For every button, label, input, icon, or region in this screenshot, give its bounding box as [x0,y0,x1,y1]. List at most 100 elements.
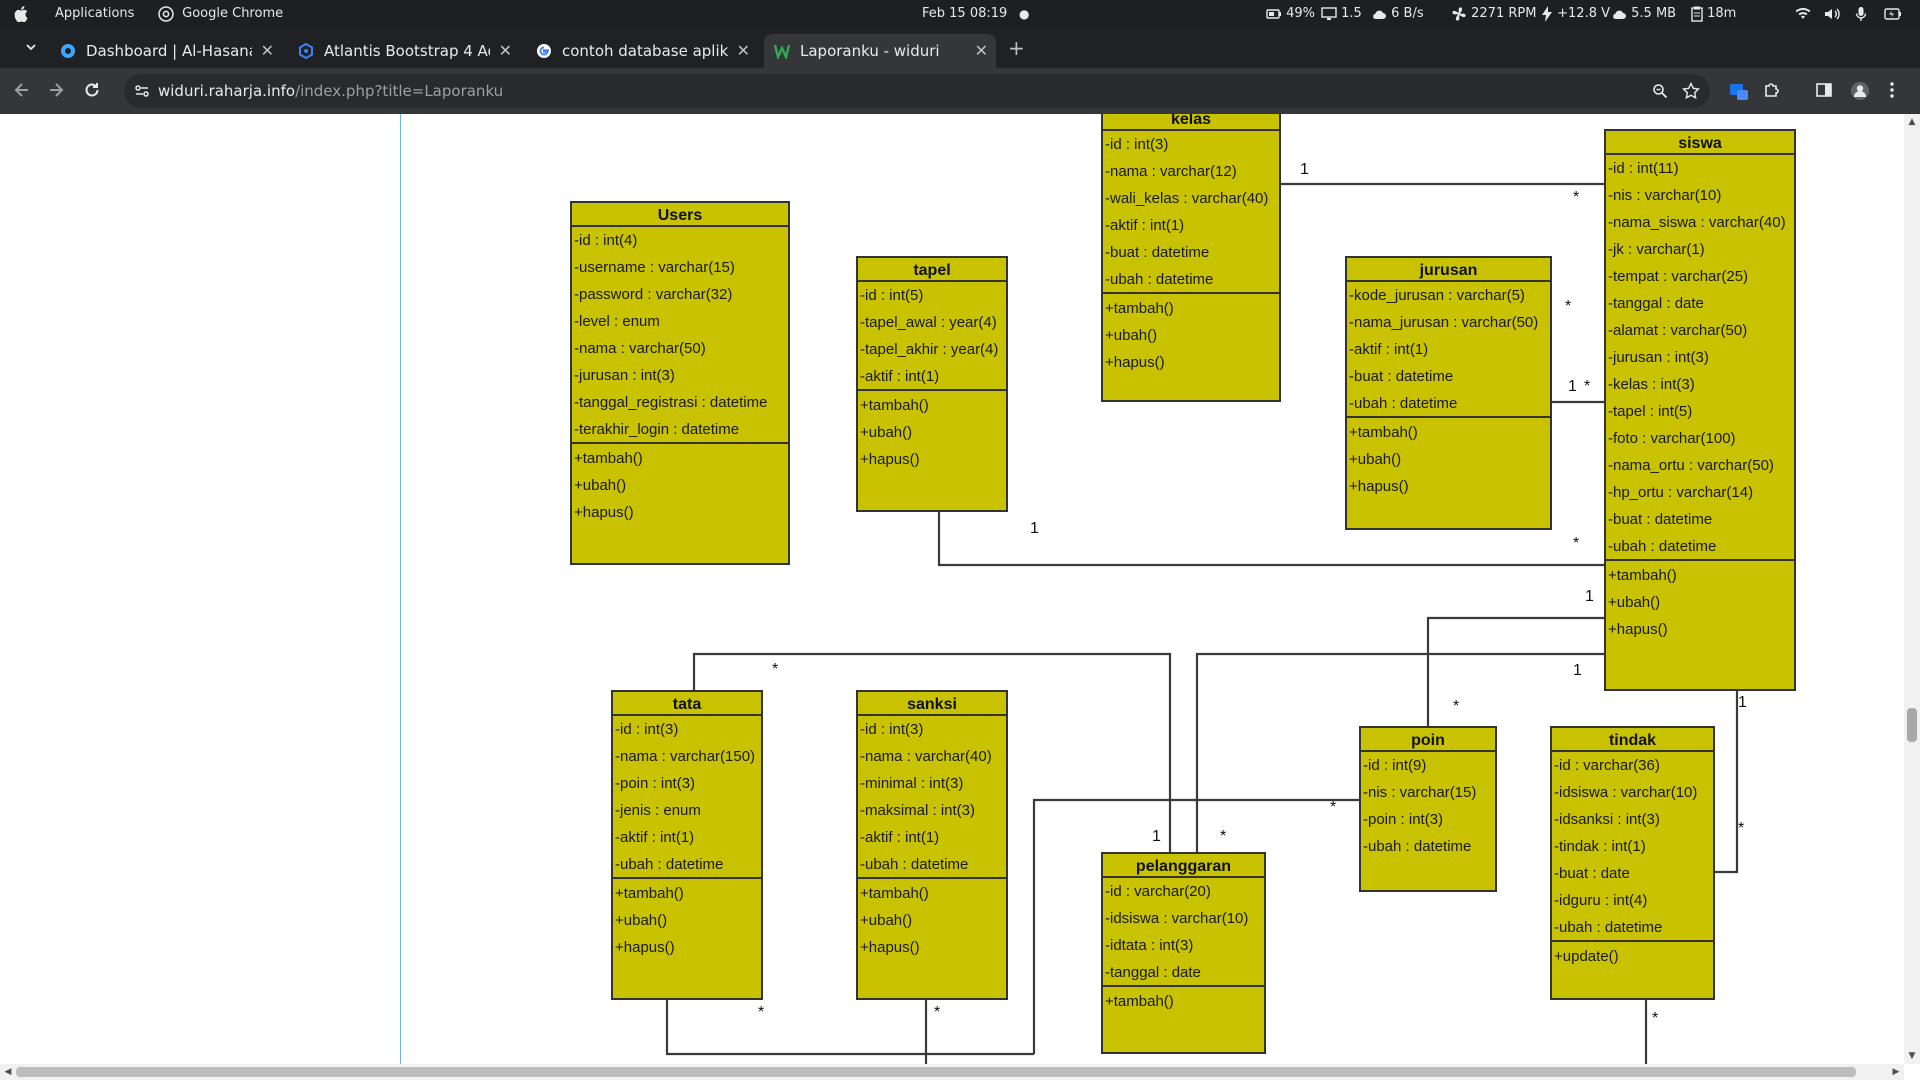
class-attribute: -ubah : datetime [1349,395,1457,412]
class-method: +ubah() [1105,327,1157,344]
menu-kebab-icon[interactable] [1888,80,1910,102]
class-box-pelanggaran: pelanggaran-id : varchar(20)-idsiswa : v… [1101,852,1266,1054]
applications-menu[interactable]: Applications [55,6,135,21]
scroll-up-arrow-icon[interactable]: ▲ [1908,117,1916,127]
class-attribute: -aktif : int(1) [860,829,939,846]
class-method: +ubah() [615,912,667,929]
class-attribute: -idsiswa : varchar(10) [1554,784,1697,801]
class-method: +tambah() [615,885,684,902]
horizontal-scroll-thumb[interactable] [16,1067,1856,1077]
class-attribute: -jk : varchar(1) [1608,241,1705,258]
wifi-icon[interactable] [1795,0,1811,28]
address-bar[interactable]: widuri.raharja.info/index.php?title=Lapo… [124,74,1710,108]
system-top-bar: Applications Google Chrome Feb 15 08:19 … [0,0,1920,28]
extensions-puzzle-icon[interactable] [1762,80,1784,102]
fan-indicator[interactable]: 2271 RPM [1451,0,1536,28]
active-app-menu[interactable]: Google Chrome [158,0,283,28]
class-attribute: -tempat : varchar(25) [1608,268,1748,285]
extension-active-icon[interactable] [1728,80,1750,102]
class-method: +hapus() [615,939,675,956]
close-tab-icon[interactable]: ✕ [736,41,750,60]
close-tab-icon[interactable]: ✕ [498,41,512,60]
class-attribute: -nama_ortu : varchar(50) [1608,457,1774,474]
class-attribute: -kode_jurusan : varchar(5) [1349,287,1525,304]
load-indicator[interactable]: 1.5 [1321,0,1362,28]
scroll-down-arrow-icon[interactable]: ▼ [1908,1051,1916,1061]
class-box-frame [856,690,1008,1000]
tab-dashboard[interactable]: Dashboard | Al-Hasanain ✕ [50,34,282,68]
class-name: jurusan [1419,262,1478,279]
class-attribute: -ubah : datetime [1608,538,1716,555]
class-attribute: -tanggal_registrasi : datetime [574,394,767,411]
class-method: +hapus() [574,504,634,521]
vertical-scroll-thumb[interactable] [1907,708,1917,742]
apple-logo-icon[interactable] [14,0,28,28]
class-box-frame [1101,114,1281,402]
back-button[interactable] [12,80,34,102]
memory-indicator[interactable]: 5.5 MB [1611,0,1676,28]
volume-icon[interactable] [1824,0,1842,28]
vertical-scrollbar[interactable]: ▲ ▼ [1904,114,1920,1064]
microphone-icon[interactable] [1855,0,1867,28]
multiplicity-label: * [1330,799,1336,816]
favicon-dashboard-icon [61,44,75,58]
class-method: +tambah() [860,397,929,414]
class-attribute: -poin : int(3) [615,775,695,792]
class-name: tindak [1609,732,1656,749]
class-box-frame [611,690,763,1000]
class-attribute: -ubah : datetime [1105,271,1213,288]
uptime-indicator[interactable]: 18m [1691,0,1736,28]
relationship-line [937,511,1605,567]
class-method: +tambah() [1105,993,1174,1010]
site-settings-icon[interactable] [134,83,150,99]
class-name: kelas [1171,114,1211,128]
notification-dot-icon: ● [1019,7,1030,21]
url-path: /index.php?title=Laporanku [295,82,504,100]
class-attribute: -ubah : datetime [1363,838,1471,855]
clock[interactable]: Feb 15 08:19 [922,6,1008,21]
tab-search-chevron-icon[interactable] [24,40,38,57]
url-text[interactable]: widuri.raharja.info/index.php?title=Lapo… [158,74,503,108]
lightning-icon [1542,5,1552,22]
class-attribute: -id : int(3) [615,721,678,738]
close-tab-icon[interactable]: ✕ [974,41,988,60]
relationship-line [1426,616,1605,727]
class-attribute: -alamat : varchar(50) [1608,322,1747,339]
tab-laporanku[interactable]: Laporanku - widuri ✕ [764,34,996,68]
voltage-value: +12.8 V [1557,6,1611,21]
network-indicator[interactable]: 6 B/s [1371,0,1424,28]
reload-button[interactable] [82,80,104,102]
class-attribute: -tapel_akhir : year(4) [860,341,998,358]
multiplicity-label: * [1584,378,1590,395]
class-method: +ubah() [860,424,912,441]
forward-button[interactable] [46,80,68,102]
side-panel-icon[interactable] [1814,80,1836,102]
tab-atlantis[interactable]: Atlantis Bootstrap 4 Admin ✕ [288,34,520,68]
relationship-line [692,652,1172,853]
class-box-kelas: kelas-id : int(3)-nama : varchar(12)-wal… [1101,114,1281,402]
class-attribute: -nis : varchar(15) [1363,784,1476,801]
multiplicity-label: * [1738,820,1744,837]
class-box-tata: tata-id : int(3)-nama : varchar(150)-poi… [611,690,763,1000]
horizontal-scrollbar[interactable]: ◀ ▶ [0,1064,1904,1080]
scroll-left-arrow-icon[interactable]: ◀ [4,1067,12,1077]
class-attribute: -id : varchar(36) [1554,757,1660,774]
voltage-indicator[interactable]: +12.8 V [1541,0,1610,28]
class-attribute: -buat : date [1554,865,1630,882]
tab-contoh-database[interactable]: contoh database aplikasi ✕ [526,34,758,68]
scroll-right-arrow-icon[interactable]: ▶ [1892,1067,1900,1077]
profile-avatar-icon[interactable] [1849,80,1871,102]
class-method: +hapus() [860,451,920,468]
class-attribute: -maksimal : int(3) [860,802,975,819]
class-attribute: -jurusan : int(3) [574,367,675,384]
zoom-icon[interactable] [1652,83,1668,99]
battery-indicator[interactable]: 49% [1266,0,1315,28]
battery-status-icon[interactable] [1884,0,1902,28]
class-attribute: -id : int(3) [860,721,923,738]
class-attribute: -level : enum [574,313,660,330]
bookmark-star-icon[interactable] [1682,82,1700,100]
close-tab-icon[interactable]: ✕ [260,41,274,60]
class-attribute: -nama_jurusan : varchar(50) [1349,314,1538,331]
cloud-icon [1373,10,1386,19]
new-tab-button[interactable]: + [1008,36,1025,60]
